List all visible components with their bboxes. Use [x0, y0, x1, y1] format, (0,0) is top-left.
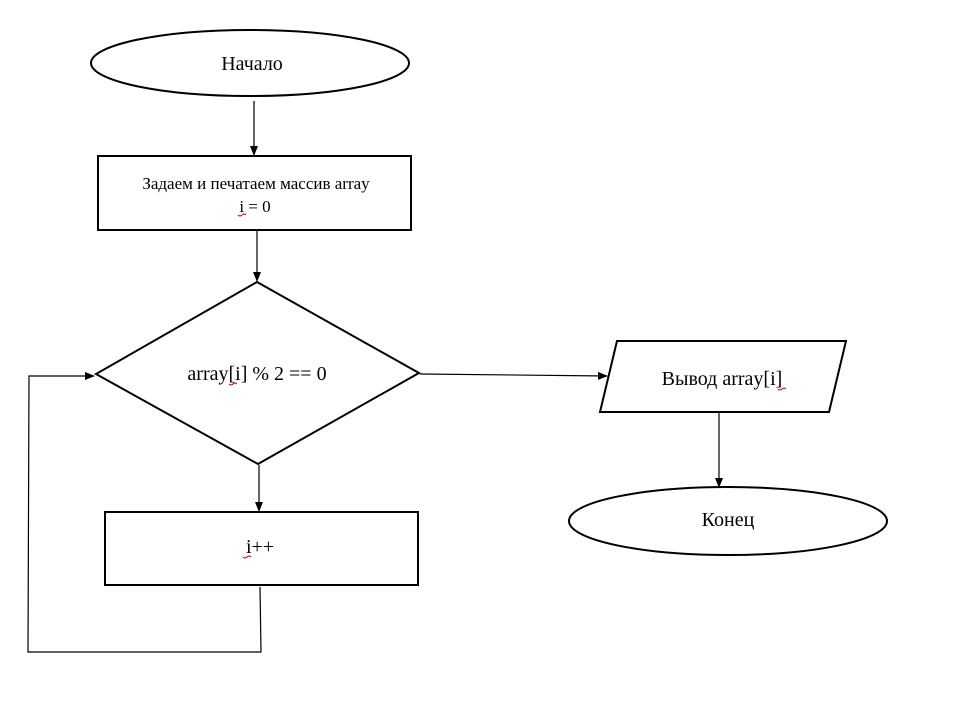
init-label-line1: Задаем и печатаем массив array [142, 174, 370, 193]
arrow-condition-to-output [419, 371, 608, 380]
spellcheck-underline-init [237, 213, 247, 217]
increment-label: i++ [246, 536, 274, 558]
end-terminator [568, 486, 888, 556]
end-label: Конец [702, 509, 755, 531]
increment-process-box [104, 511, 419, 586]
spellcheck-underline-output [777, 387, 787, 391]
init-label-line2: i = 0 [239, 197, 270, 216]
output-parallelogram [598, 340, 848, 413]
spellcheck-underline-increment [242, 555, 252, 559]
start-label: Начало [221, 53, 283, 75]
output-label: Вывод array[i] [662, 368, 783, 390]
condition-label: array[i] % 2 == 0 [187, 363, 326, 385]
spellcheck-underline-condition [228, 382, 238, 386]
start-terminator [90, 29, 410, 97]
condition-decision [93, 280, 422, 466]
init-process-box [97, 155, 412, 231]
loop-back-connector [27, 372, 262, 653]
